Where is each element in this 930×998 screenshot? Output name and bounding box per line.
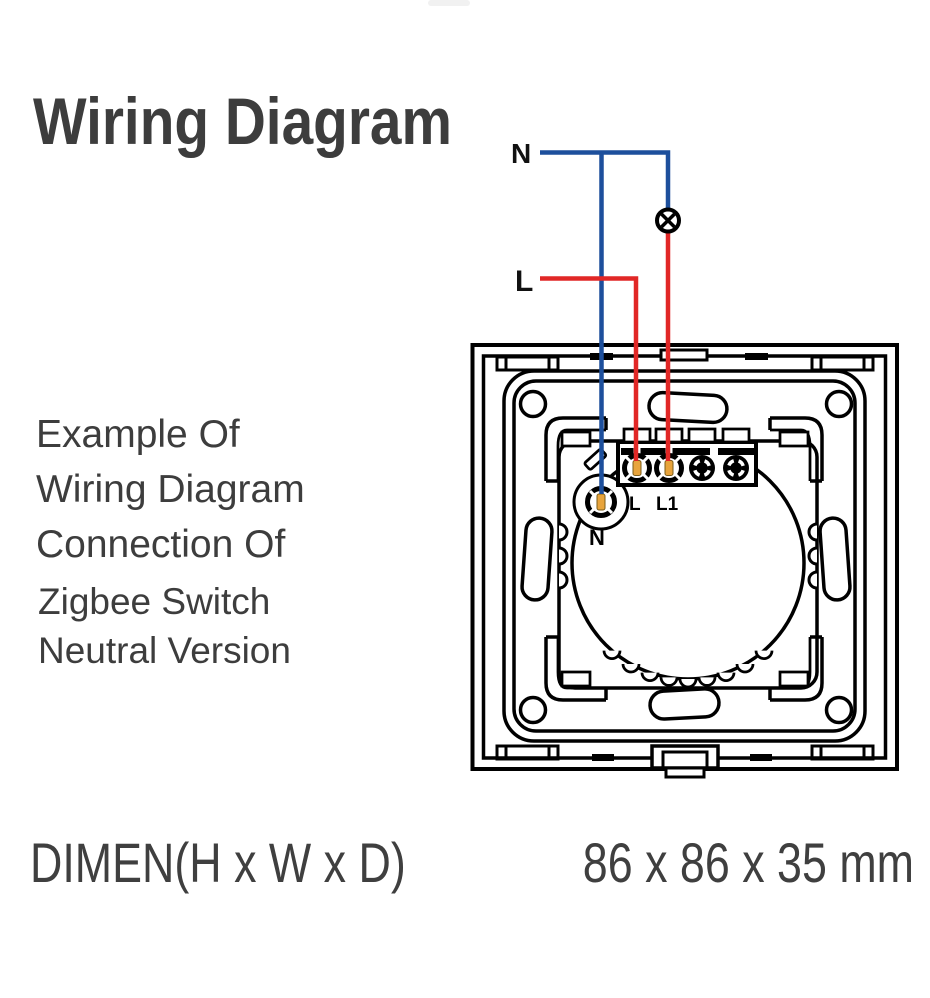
terminal-gold-pin bbox=[664, 460, 674, 476]
terminal-gold-pin bbox=[632, 460, 642, 476]
description-line: Wiring Diagram bbox=[36, 468, 305, 511]
terminal-screw-aux-2 bbox=[723, 455, 749, 481]
lamp-icon bbox=[655, 207, 681, 234]
dimensions-label: DIMEN(H x W x D) bbox=[30, 831, 406, 894]
switch-back-panel: L L1 N bbox=[470, 343, 899, 779]
module-corner-brackets bbox=[544, 416, 824, 702]
mounting-slots bbox=[520, 390, 852, 721]
mounting-frame-outer bbox=[502, 369, 867, 743]
terminal-label-l: L bbox=[629, 494, 641, 515]
switch-module: L L1 N bbox=[544, 416, 824, 702]
terminal-label-l1: L1 bbox=[656, 494, 679, 515]
dimensions-row: DIMEN(H x W x D) 86 x 86 x 35 mm bbox=[30, 830, 914, 895]
terminal-label-n: N bbox=[589, 525, 605, 550]
terminal-screw-aux-1 bbox=[689, 455, 715, 481]
neutral-wire-label: N bbox=[511, 138, 531, 169]
description-block-primary: Example Of Wiring Diagram Connection Of bbox=[36, 407, 305, 572]
bottom-mount-tab bbox=[650, 744, 720, 779]
description-line: Neutral Version bbox=[38, 630, 291, 671]
page-top-artifact bbox=[428, 0, 470, 6]
mounting-frame-inner bbox=[512, 379, 857, 733]
corner-screw-holes bbox=[518, 389, 854, 725]
description-block-secondary: Zigbee Switch Neutral Version bbox=[38, 577, 291, 675]
terminal-screw-l1 bbox=[654, 453, 684, 483]
neutral-wire bbox=[540, 150, 671, 494]
terminal-gold-pin bbox=[596, 493, 606, 511]
description-line: Connection Of bbox=[36, 523, 286, 566]
module-side-bumps bbox=[558, 522, 818, 590]
live-wire bbox=[540, 231, 671, 461]
description-line: Zigbee Switch bbox=[38, 581, 271, 622]
wire-entry-slot bbox=[687, 427, 717, 444]
page-title: Wiring Diagram bbox=[33, 84, 452, 158]
wire-entry-slot bbox=[721, 427, 751, 444]
dimensions-value: 86 x 86 x 35 mm bbox=[582, 831, 914, 894]
description-line: Example Of bbox=[36, 413, 240, 456]
live-wire-label: L bbox=[515, 265, 533, 298]
module-vent-bumps bbox=[602, 650, 774, 689]
